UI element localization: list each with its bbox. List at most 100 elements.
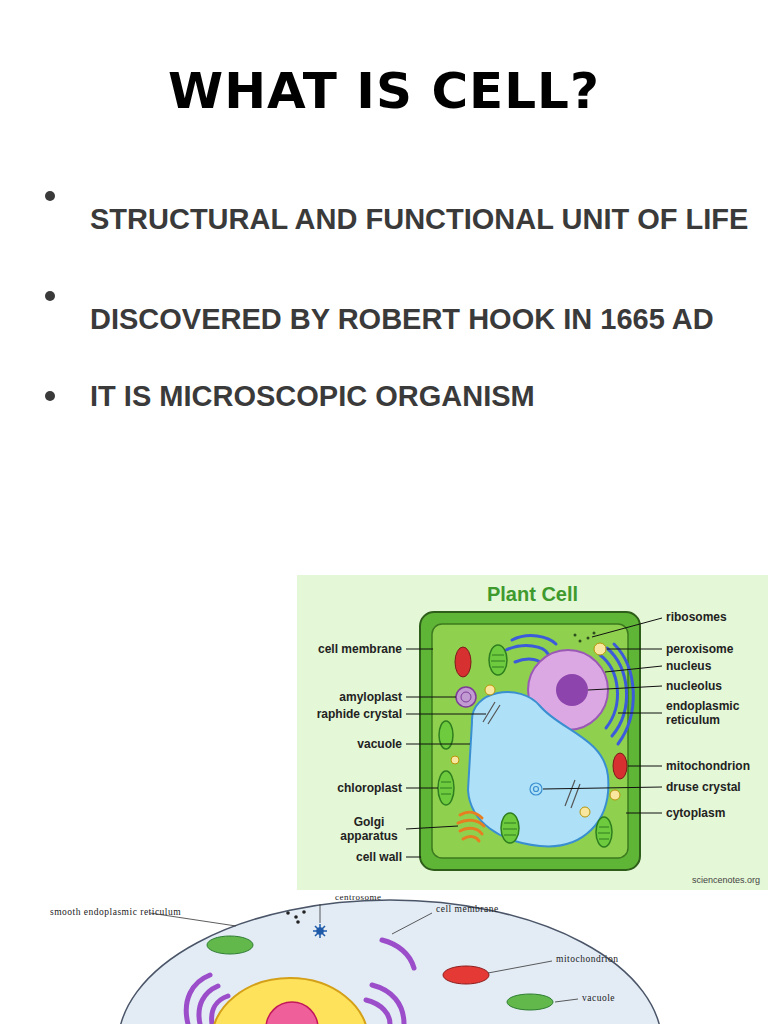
peroxisome — [451, 756, 459, 764]
ribosome-dots — [574, 634, 577, 637]
raphide-crystal — [483, 702, 580, 808]
cell-wall — [420, 612, 640, 870]
animal-mitochondrion — [443, 966, 489, 984]
endoplasmic-reticulum — [512, 636, 556, 644]
part-label: nucleus — [666, 659, 711, 673]
leader-line — [150, 904, 578, 1002]
leader-line — [406, 697, 456, 698]
part-label: Golgi apparatus — [336, 815, 402, 843]
part-label: mitochondrion — [556, 954, 618, 965]
leader-line — [406, 618, 662, 857]
vacuole — [468, 692, 608, 846]
mitochondrion — [455, 647, 471, 677]
part-label: cell membrane — [436, 904, 499, 915]
part-label: amyloplast — [339, 690, 402, 704]
bullet-text: DISCOVERED BY ROBERT HOOK IN 1665 AD — [90, 296, 760, 342]
nucleolus — [556, 674, 588, 706]
chloroplast — [439, 721, 453, 749]
druse-crystal — [530, 783, 542, 795]
golgi-apparatus — [463, 837, 479, 841]
centrosome-symbol — [313, 924, 327, 938]
endoplasmic-reticulum — [614, 644, 633, 744]
leader-line — [406, 788, 438, 789]
peroxisome — [485, 685, 495, 695]
peroxisome — [580, 807, 590, 817]
chloroplast-stripes — [491, 655, 505, 667]
chloroplast-stripes — [440, 782, 452, 794]
chloroplast-stripes — [440, 655, 610, 839]
peroxisome — [451, 643, 620, 817]
leader-line — [320, 904, 321, 923]
part-label: chloroplast — [337, 781, 402, 795]
endoplasmic-reticulum — [607, 648, 627, 736]
leader-line — [607, 649, 662, 650]
amyloplast — [456, 687, 476, 707]
peroxisome — [594, 643, 606, 655]
animal-nucleus — [266, 1002, 318, 1024]
leader-line — [406, 744, 470, 745]
ribosome-dots — [302, 910, 306, 914]
bullet-dot — [45, 191, 55, 201]
slide-title: WHAT IS CELL? — [0, 62, 768, 120]
part-label: cytoplasm — [666, 806, 725, 820]
part-label: nucleolus — [666, 679, 722, 693]
panel-heading: Plant Cell — [297, 583, 768, 606]
part-label: cell membrane — [318, 642, 402, 656]
mitochondrion — [613, 753, 627, 779]
animal-vacuole — [507, 994, 553, 1010]
raphide-crystal — [483, 702, 500, 724]
chloroplast — [438, 645, 612, 847]
chloroplast — [438, 771, 454, 805]
bullet-text: STRUCTURAL AND FUNCTIONAL UNIT OF LIFE — [90, 196, 760, 242]
part-label: vacuole — [357, 737, 402, 751]
leader-line — [406, 826, 458, 829]
leader-line — [626, 813, 662, 814]
animal-cell-body — [118, 900, 662, 1024]
bullet-dot — [45, 291, 55, 301]
part-label: mitochondrion — [666, 759, 750, 773]
leader-line — [618, 713, 662, 714]
part-label: endoplasmic reticulum — [666, 699, 758, 727]
leader-line — [406, 857, 421, 858]
ribosome-dots — [593, 632, 596, 635]
endoplasmic-reticulum — [506, 646, 548, 654]
bullet-text: IT IS MICROSCOPIC ORGANISM — [90, 373, 760, 419]
ribosome-dots — [587, 637, 590, 640]
ribosome-dots — [286, 910, 306, 924]
golgi-apparatus — [460, 828, 482, 834]
leader-line — [543, 787, 662, 789]
leader-line — [406, 714, 486, 715]
part-label: vacuole — [582, 993, 615, 1004]
ribosome-dots — [286, 911, 290, 915]
ribosome-dots — [294, 915, 298, 919]
animal-cell-body — [118, 900, 662, 1024]
chloroplast — [489, 645, 507, 675]
leader-line — [406, 649, 433, 650]
nucleolus — [556, 674, 588, 706]
ribosome-dots — [579, 640, 582, 643]
part-label: ribosomes — [666, 610, 727, 624]
vacuole — [468, 692, 608, 846]
animal-mitochondrion — [443, 966, 489, 984]
golgi-apparatus — [458, 812, 484, 841]
part-label: raphide crystal — [317, 707, 402, 721]
chloroplast-stripes — [598, 827, 610, 839]
centrosome-symbol — [317, 928, 323, 934]
raphide-crystal — [565, 780, 580, 808]
ribosome-dots — [296, 920, 300, 924]
part-label: smooth endoplasmic reticulum — [50, 907, 181, 918]
centrosome-symbol — [313, 924, 327, 938]
leader-line — [592, 618, 662, 637]
amyloplast — [456, 687, 476, 707]
animal-vacuole — [207, 936, 253, 954]
animal-er — [366, 1000, 390, 1024]
part-label: druse crystal — [666, 780, 741, 794]
leader-line — [488, 961, 552, 973]
animal-er — [382, 940, 414, 968]
animal-nucleus — [212, 978, 368, 1024]
leader-line — [392, 913, 432, 934]
peroxisome — [610, 790, 620, 800]
druse-crystal — [534, 787, 539, 792]
part-label: peroxisome — [666, 642, 733, 656]
mitochondrion — [455, 647, 627, 779]
